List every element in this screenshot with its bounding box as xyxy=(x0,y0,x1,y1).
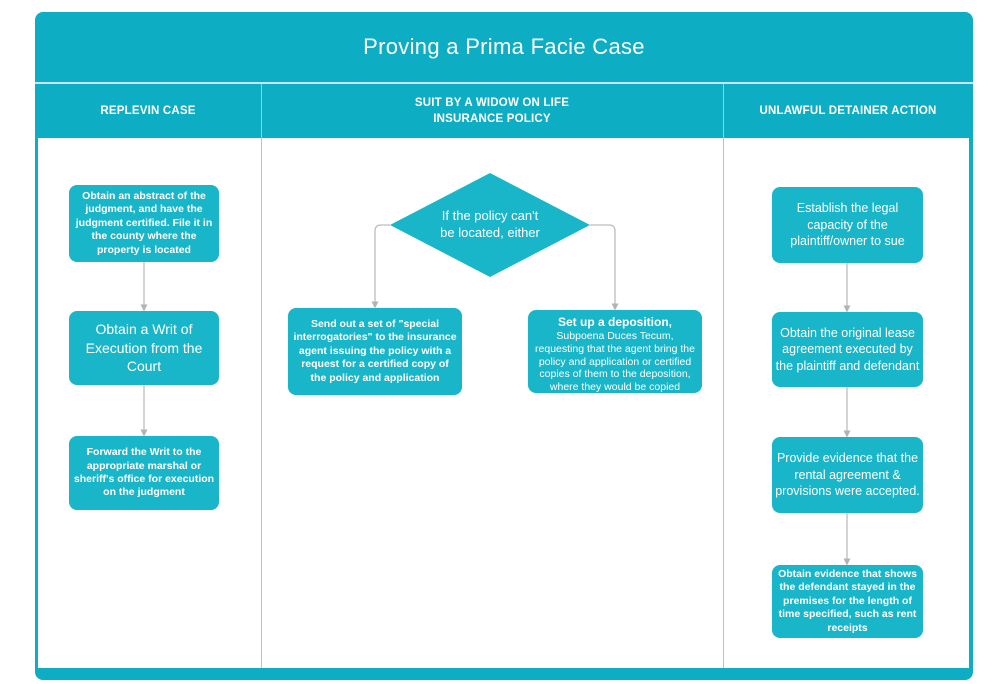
step-deposition-rest: Subpoena Duces Tecum, requesting that th… xyxy=(535,330,695,393)
lane-header-label: REPLEVIN CASE xyxy=(100,104,196,117)
lane-header-label: UNLAWFUL DETAINER ACTION xyxy=(759,104,937,117)
step-rental-evidence: Provide evidence that the rental agreeme… xyxy=(772,437,923,513)
flowchart: Proving a Prima Facie Case REPLEVIN CASE… xyxy=(35,12,973,680)
decision-policy-located: If the policy can't be located, either xyxy=(410,195,570,255)
lane-header-row xyxy=(35,84,973,138)
lane-divider xyxy=(723,84,724,668)
step-writ-execution: Obtain a Writ of Execution from the Cour… xyxy=(69,311,219,385)
lane-header-widow-suit: SUIT BY A WIDOW ON LIFE INSURANCE POLICY xyxy=(261,84,723,138)
step-special-interrogatories: Send out a set of "special interrogatori… xyxy=(288,308,462,395)
page-title: Proving a Prima Facie Case xyxy=(363,34,645,59)
step-abstract-judgment: Obtain an abstract of the judgment, and … xyxy=(69,185,219,262)
step-forward-writ: Forward the Writ to the appropriate mars… xyxy=(69,436,219,510)
step-legal-capacity: Establish the legal capacity of the plai… xyxy=(772,187,923,263)
step-deposition-text: Set up a deposition, Subpoena Duces Tecu… xyxy=(534,315,696,393)
lane-divider xyxy=(261,84,262,668)
step-lease-agreement: Obtain the original lease agreement exec… xyxy=(772,312,923,387)
lane-header-unlawful-detainer: UNLAWFUL DETAINER ACTION xyxy=(723,84,973,138)
lane-header-label: SUIT BY A WIDOW ON LIFE INSURANCE POLICY xyxy=(414,96,570,125)
lane-header-replevin: REPLEVIN CASE xyxy=(35,84,261,138)
step-deposition-lead: Set up a deposition, xyxy=(557,315,672,329)
title-band: Proving a Prima Facie Case xyxy=(35,12,973,84)
step-rent-receipts: Obtain evidence that shows the defendant… xyxy=(772,565,923,638)
decision-label-text: If the policy can't be located, either xyxy=(440,208,540,240)
step-deposition: Set up a deposition, Subpoena Duces Tecu… xyxy=(528,310,702,393)
bottom-band xyxy=(35,668,973,680)
